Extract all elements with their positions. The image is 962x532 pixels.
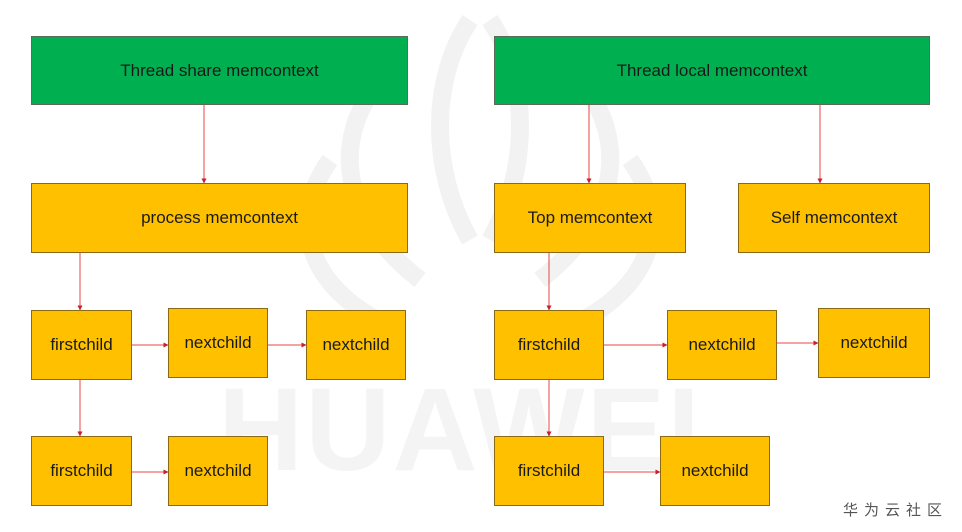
right-nextchild-1-label: nextchild	[688, 335, 756, 354]
left-nextchild-1-label: nextchild	[184, 333, 252, 352]
top-memcontext-node: Top memcontext	[494, 183, 686, 253]
left-nextchild-3-label: nextchild	[184, 461, 252, 480]
right-nextchild-3-label: nextchild	[681, 461, 749, 480]
process-memcontext-label: process memcontext	[141, 208, 298, 227]
right-nextchild-3-node: nextchild	[660, 436, 770, 506]
left-nextchild-1-node: nextchild	[168, 308, 268, 378]
watermark-text: HUAWEI	[200, 362, 720, 498]
self-memcontext-node: Self memcontext	[738, 183, 930, 253]
right-firstchild-2-node: firstchild	[494, 436, 604, 506]
right-nextchild-2-label: nextchild	[840, 333, 908, 352]
thread-local-memcontext-node: Thread local memcontext	[494, 36, 930, 105]
left-firstchild-1-label: firstchild	[50, 335, 113, 354]
process-memcontext-node: process memcontext	[31, 183, 408, 253]
left-firstchild-2-label: firstchild	[50, 461, 113, 480]
right-firstchild-1-node: firstchild	[494, 310, 604, 380]
thread-share-memcontext-label: Thread share memcontext	[120, 60, 319, 80]
right-nextchild-2-node: nextchild	[818, 308, 930, 378]
brand-text: 华为云社区	[842, 501, 948, 519]
thread-share-memcontext-node: Thread share memcontext	[31, 36, 408, 105]
right-firstchild-2-label: firstchild	[517, 461, 581, 480]
left-nextchild-2-node: nextchild	[306, 310, 406, 380]
left-firstchild-2-node: firstchild	[31, 436, 132, 506]
left-nextchild-2-label: nextchild	[322, 335, 390, 354]
thread-local-memcontext-label: Thread local memcontext	[616, 60, 808, 80]
right-firstchild-1-label: firstchild	[517, 335, 581, 354]
self-memcontext-label: Self memcontext	[770, 208, 898, 227]
right-nextchild-1-node: nextchild	[667, 310, 777, 380]
left-firstchild-1-node: firstchild	[31, 310, 132, 380]
top-memcontext-label: Top memcontext	[527, 208, 653, 227]
left-nextchild-3-node: nextchild	[168, 436, 268, 506]
